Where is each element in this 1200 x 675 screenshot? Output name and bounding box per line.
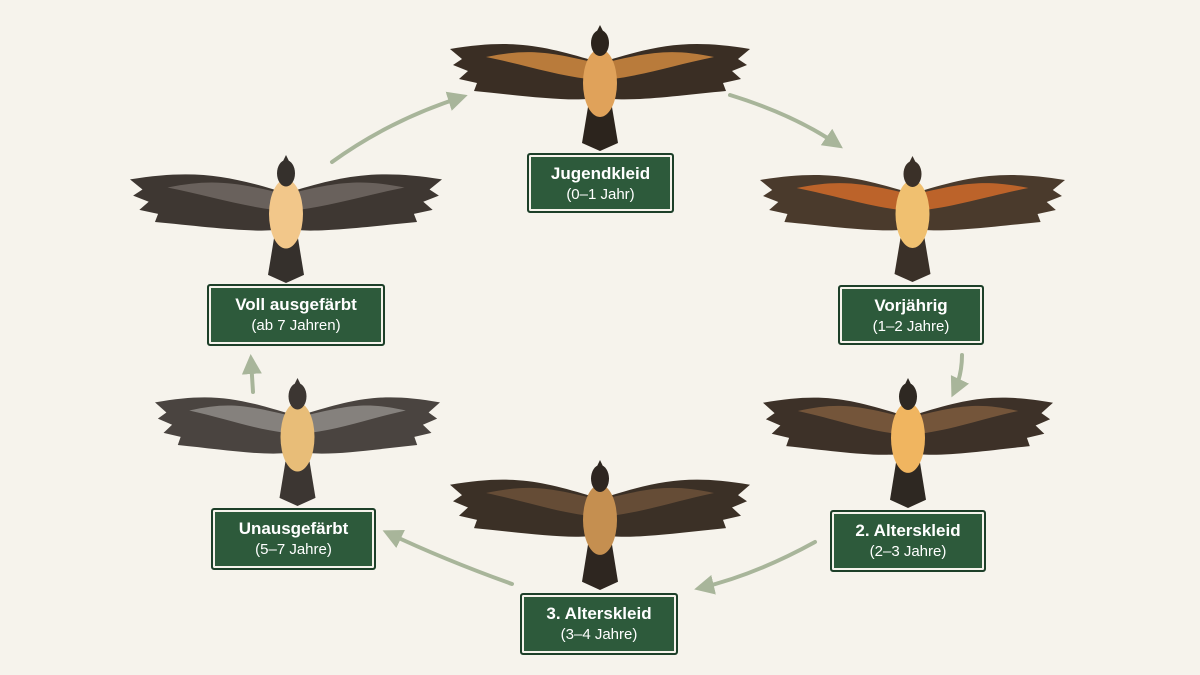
tail <box>268 238 304 283</box>
stage-age: (1–2 Jahre) <box>872 318 950 335</box>
stage-name: 2. Alterskleid <box>855 521 961 540</box>
stage-name: Unausgefärbt <box>238 519 349 538</box>
arrow-immature-to-adult <box>241 354 262 394</box>
head <box>288 383 307 410</box>
beak <box>283 155 289 162</box>
head <box>591 30 609 56</box>
beak <box>597 460 603 467</box>
body <box>895 180 930 248</box>
head <box>899 383 917 410</box>
bird-second-year <box>760 156 1065 282</box>
tail <box>890 462 926 508</box>
beak <box>905 378 911 385</box>
arrow-third-adult-to-immature <box>382 529 514 586</box>
arrow-second-year-to-second-adult <box>950 353 970 398</box>
right-covert-band <box>920 405 1019 434</box>
left-covert-band <box>167 182 274 210</box>
stage-label-juvenile: Jugendkleid (0–1 Jahr) <box>527 153 674 213</box>
head <box>277 160 295 187</box>
stage-name: Voll ausgefärbt <box>235 295 357 314</box>
beak <box>597 25 603 31</box>
stage-label-immature: Unausgefärbt (5–7 Jahre) <box>211 508 376 570</box>
bird-adult <box>130 155 442 283</box>
left-covert-band <box>189 405 286 433</box>
body <box>583 49 617 117</box>
stage-label-second-adult: 2. Alterskleid (2–3 Jahre) <box>830 510 986 572</box>
arrow-adult-to-juvenile <box>330 91 468 164</box>
bird-second-adult <box>763 378 1053 508</box>
tail <box>894 238 931 282</box>
left-covert-band <box>486 52 588 79</box>
stage-name: Vorjährig <box>874 296 948 315</box>
stage-age: (ab 7 Jahren) <box>251 317 341 334</box>
right-covert-band <box>612 487 714 516</box>
stage-age: (0–1 Jahr) <box>566 186 635 203</box>
stage-label-third-adult: 3. Alterskleid (3–4 Jahre) <box>520 593 678 655</box>
body <box>269 179 303 249</box>
head <box>591 465 609 492</box>
body <box>583 484 617 555</box>
stage-age: (5–7 Jahre) <box>255 541 332 558</box>
stage-age: (2–3 Jahre) <box>869 543 947 560</box>
right-covert-band <box>298 182 405 210</box>
stage-name: 3. Alterskleid <box>546 604 652 623</box>
stage-label-second-year: Vorjährig (1–2 Jahre) <box>838 285 984 345</box>
tail <box>582 544 618 590</box>
tail <box>582 107 618 151</box>
head <box>903 161 922 187</box>
arrow-juvenile-to-second-year <box>728 93 843 149</box>
bird-juvenile <box>450 25 750 151</box>
right-covert-band <box>309 405 406 433</box>
bird-immature <box>155 378 440 506</box>
beak <box>294 378 301 385</box>
stage-label-adult: Voll ausgefärbt (ab 7 Jahren) <box>207 284 385 346</box>
arrow-second-adult-to-third-adult <box>694 540 817 595</box>
right-covert-band <box>924 183 1029 210</box>
stage-name: Jugendkleid <box>550 164 651 183</box>
right-covert-band <box>612 52 714 79</box>
stage-age: (3–4 Jahre) <box>560 626 638 643</box>
bird-third-adult <box>450 460 750 590</box>
left-covert-band <box>486 487 588 516</box>
body <box>280 402 315 472</box>
tail <box>279 461 316 506</box>
beak <box>909 156 916 162</box>
left-covert-band <box>797 405 896 434</box>
left-covert-band <box>796 183 901 210</box>
body <box>891 402 925 473</box>
